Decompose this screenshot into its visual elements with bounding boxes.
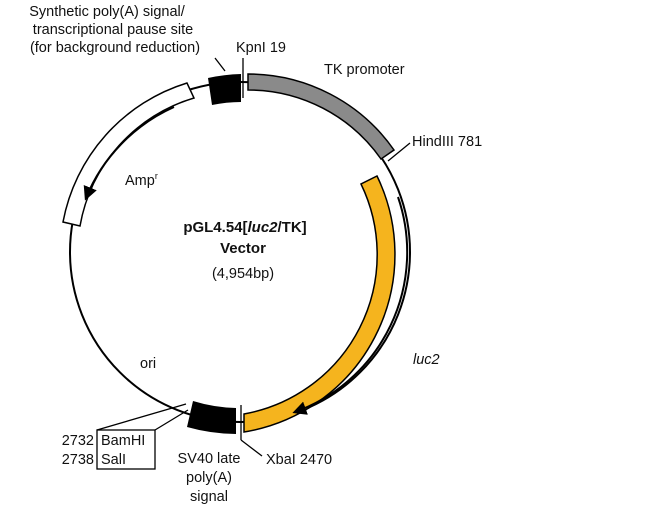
plasmid-name-line2: Vector xyxy=(220,240,266,257)
sali-name: SalI xyxy=(101,452,126,468)
luc2-segment xyxy=(243,174,396,433)
luc2-label: luc2 xyxy=(413,352,440,368)
hindiii-leader xyxy=(387,142,411,162)
amp-label-superscript: r xyxy=(155,171,158,181)
amp-segment xyxy=(62,82,196,227)
xbai-leader xyxy=(240,439,263,457)
bamhi-leader-top xyxy=(96,403,187,431)
plasmid-name-suffix: /TK] xyxy=(278,219,307,236)
tk-promoter-label: TK promoter xyxy=(324,62,405,78)
bamhi-name: BamHI xyxy=(101,433,145,449)
synthetic-poly-a-block xyxy=(208,74,241,105)
plasmid-size: (4,954bp) xyxy=(212,266,274,282)
ori-label: ori xyxy=(140,356,156,372)
plasmid-name-gene: luc2 xyxy=(248,219,279,236)
amp-label: Ampr xyxy=(125,171,158,189)
sv40-poly-a-block xyxy=(187,401,236,434)
bamhi-position: 2732 xyxy=(62,433,94,449)
hindiii-label: HindIII 781 xyxy=(412,134,482,150)
sv40-label-line3: signal xyxy=(190,489,228,505)
sali-position: 2738 xyxy=(62,452,94,468)
luc2-direction-arrow xyxy=(292,196,409,415)
sv40-label-line2: poly(A) xyxy=(186,470,232,486)
kpni-label: KpnI 19 xyxy=(236,40,286,56)
xbai-label: XbaI 2470 xyxy=(266,452,332,468)
bamhi-leader-bottom xyxy=(154,409,189,431)
bamhi-sali-box xyxy=(96,429,156,470)
amp-direction-arrow xyxy=(83,106,175,201)
plasmid-name-prefix: pGL4.54[ xyxy=(183,219,247,236)
poly-a-label-line3: (for background reduction) xyxy=(30,40,200,56)
plasmid-name: pGL4.54[luc2/TK] xyxy=(183,219,306,236)
sv40-label-line1: SV40 late xyxy=(178,451,241,467)
poly-a-label-line1: Synthetic poly(A) signal/ xyxy=(29,4,186,20)
tk-promoter-segment xyxy=(247,73,396,161)
amp-label-base: Amp xyxy=(125,173,155,189)
poly-a-label-leader xyxy=(214,57,226,72)
poly-a-label-line2: transcriptional pause site xyxy=(33,22,193,38)
